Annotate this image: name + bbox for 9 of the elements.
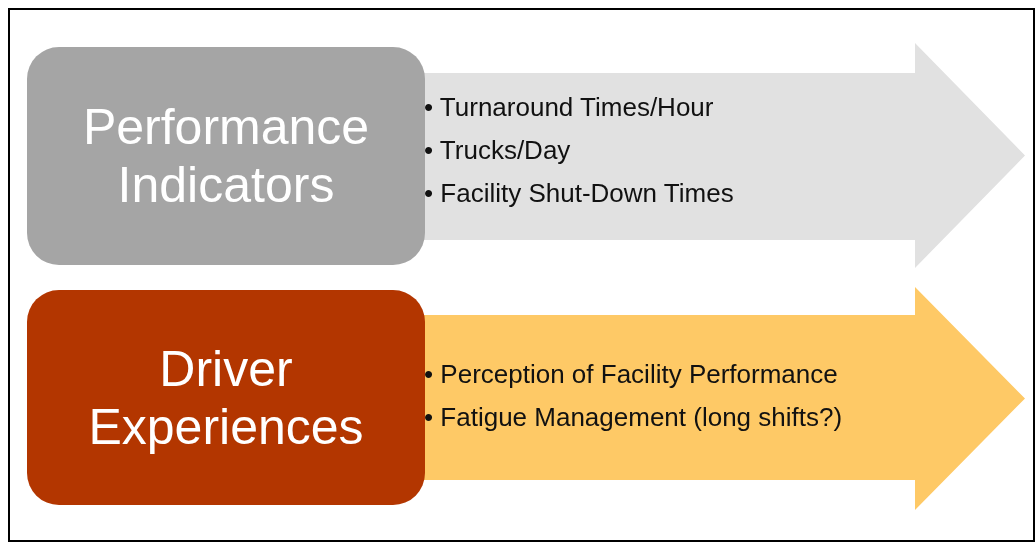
bullet-item: • Perception of Facility Performance xyxy=(424,358,839,391)
bullet-item: • Facility Shut-Down Times xyxy=(424,177,734,210)
category-box xyxy=(27,290,425,505)
bullet-item: • Fatigue Management (long shifts?) xyxy=(424,401,843,434)
category-box xyxy=(27,47,425,265)
category-title: Performance Indicators xyxy=(81,98,371,214)
bullet-item: • Turnaround Times/Hour xyxy=(424,91,715,124)
bullet-item: • Trucks/Day xyxy=(424,134,572,167)
category-title: Driver Experiences xyxy=(87,339,365,456)
